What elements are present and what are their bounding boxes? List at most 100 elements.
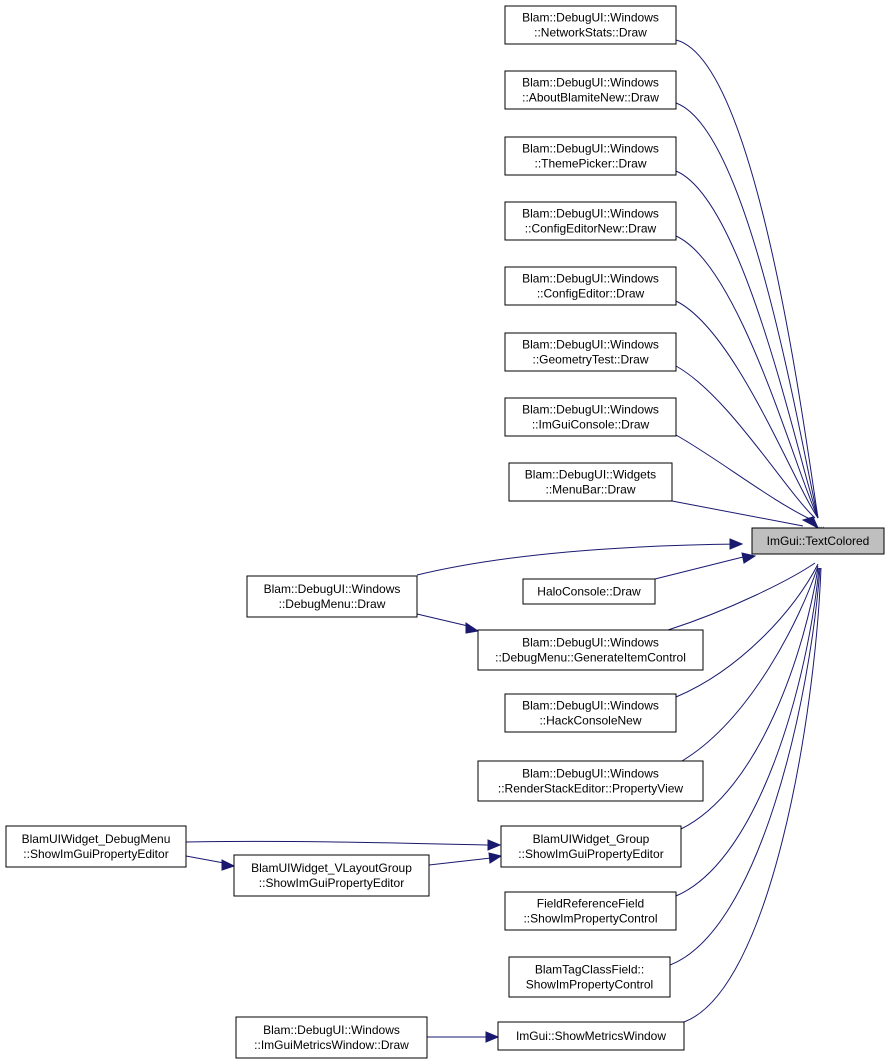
node-label-line: BlamTagClassField:: — [535, 963, 644, 977]
edge-from-themepicker — [675, 170, 819, 519]
node-haloconsole[interactable]: HaloConsole::Draw — [522, 578, 656, 605]
node-label-line: ::ShowImGuiPropertyEditor — [23, 847, 168, 861]
node-generateitem[interactable]: Blam::DebugUI::Windows::DebugMenu::Gener… — [477, 629, 704, 671]
node-label-line: ImGui::TextColored — [767, 534, 870, 548]
node-label-line: ::AboutBlamiteNew::Draw — [522, 91, 659, 105]
edge-line — [681, 565, 819, 762]
node-label-line: Blam::DebugUI::Windows — [522, 142, 659, 156]
edge-line — [675, 235, 819, 519]
node-box — [508, 956, 671, 998]
edge-line — [680, 567, 819, 830]
node-box — [477, 760, 704, 802]
node-box — [504, 70, 677, 110]
node-label-line: ::HackConsoleNew — [539, 714, 641, 728]
edge-from-configeditornew — [675, 235, 819, 519]
edge-from-renderstack — [681, 565, 819, 762]
edge-line — [675, 567, 820, 897]
node-fieldreference[interactable]: FieldReferenceField::ShowImPropertyContr… — [504, 891, 677, 931]
node-label-line: ::MenuBar::Draw — [545, 483, 635, 497]
edge-from-debugmenu — [416, 613, 469, 627]
edge-from-widgetdebugmenu — [185, 840, 491, 846]
node-label-line: BlamUIWidget_DebugMenu — [22, 832, 171, 846]
arrowhead — [485, 1031, 500, 1043]
edge-line — [675, 365, 816, 519]
node-metricswindow[interactable]: Blam::DebugUI::Windows::ImGuiMetricsWind… — [235, 1016, 428, 1059]
node-configeditornew[interactable]: Blam::DebugUI::Windows::ConfigEditorNew:… — [504, 201, 677, 241]
edge-line — [675, 434, 813, 521]
edge-from-widgetgroup — [680, 567, 819, 830]
node-networkstats[interactable]: Blam::DebugUI::Windows::NetworkStats::Dr… — [504, 5, 677, 45]
node-widgetdebugmenu[interactable]: BlamUIWidget_DebugMenu::ShowImGuiPropert… — [5, 825, 187, 868]
node-widgetgroup[interactable]: BlamUIWidget_Group::ShowImGuiPropertyEdi… — [500, 825, 682, 868]
nodes-layer: ImGui::TextColoredBlam::DebugUI::Windows… — [5, 5, 885, 1059]
node-configeditor[interactable]: Blam::DebugUI::Windows::ConfigEditor::Dr… — [504, 266, 677, 306]
edge-line — [667, 562, 816, 631]
arrowhead — [221, 859, 236, 871]
edge-line — [669, 567, 821, 966]
edge-from-widgetdebugmenu — [185, 855, 225, 864]
node-label-line: ::NetworkStats::Draw — [534, 26, 647, 40]
edge-from-menubar — [671, 500, 804, 527]
node-box — [233, 854, 430, 897]
node-box — [504, 5, 677, 45]
node-aboutblamite[interactable]: Blam::DebugUI::Windows::AboutBlamiteNew:… — [504, 70, 677, 110]
node-box — [508, 462, 673, 502]
node-label-line: BlamUIWidget_VLayoutGroup — [251, 861, 412, 875]
edge-from-vlayoutgroup — [428, 857, 492, 866]
node-label-line: Blam::DebugUI::Widgets — [525, 468, 656, 482]
node-label-line: ::DebugMenu::Draw — [279, 597, 386, 611]
edge-line — [428, 857, 492, 866]
edge-line — [675, 170, 819, 519]
node-label-line: Blam::DebugUI::Windows — [522, 76, 659, 90]
node-label-line: ::ConfigEditorNew::Draw — [525, 222, 657, 236]
node-box — [504, 332, 677, 372]
node-themepicker[interactable]: Blam::DebugUI::Windows::ThemePicker::Dra… — [504, 136, 677, 176]
node-box — [5, 825, 187, 868]
node-vlayoutgroup[interactable]: BlamUIWidget_VLayoutGroup::ShowImGuiProp… — [233, 854, 430, 897]
node-box — [522, 578, 656, 605]
arrowhead — [729, 538, 744, 550]
arrowhead — [801, 516, 820, 530]
node-box — [504, 891, 677, 931]
node-box — [235, 1016, 428, 1059]
edge-line — [185, 855, 225, 864]
node-imguiconsole[interactable]: Blam::DebugUI::Windows::ImGuiConsole::Dr… — [504, 397, 677, 437]
node-label-line: Blam::DebugUI::Windows — [522, 767, 659, 781]
edge-line — [675, 300, 819, 519]
edge-from-debugmenu — [416, 543, 743, 576]
node-debugmenu[interactable]: Blam::DebugUI::Windows::DebugMenu::Draw — [246, 575, 418, 618]
node-geometrytest[interactable]: Blam::DebugUI::Windows::GeometryTest::Dr… — [504, 332, 677, 372]
edge-from-hackconsole — [675, 563, 819, 698]
node-renderstack[interactable]: Blam::DebugUI::Windows::RenderStackEdito… — [477, 760, 704, 802]
node-menubar[interactable]: Blam::DebugUI::Widgets::MenuBar::Draw — [508, 462, 673, 502]
edge-from-geometrytest — [675, 365, 816, 519]
arrowhead — [487, 839, 502, 851]
node-box — [477, 629, 704, 671]
edge-from-configeditor — [675, 300, 819, 519]
node-label-line: ::GeometryTest::Draw — [532, 353, 648, 367]
node-label-line: HaloConsole::Draw — [537, 585, 641, 599]
node-label-line: Blam::DebugUI::Windows — [522, 699, 659, 713]
edge-from-showmetrics — [683, 567, 822, 1023]
node-tagclassfield[interactable]: BlamTagClassField::ShowImPropertyControl — [508, 956, 671, 998]
node-label-line: Blam::DebugUI::Windows — [263, 1023, 400, 1037]
node-label-line: Blam::DebugUI::Windows — [522, 338, 659, 352]
node-label-line: ::RenderStackEditor::PropertyView — [498, 782, 684, 796]
node-hackconsole[interactable]: Blam::DebugUI::Windows::HackConsoleNew — [504, 693, 677, 733]
edge-from-aboutblamite — [675, 102, 819, 519]
node-box — [246, 575, 418, 618]
edges-layer — [185, 39, 833, 1043]
node-showmetrics[interactable]: ImGui::ShowMetricsWindow — [497, 1021, 685, 1051]
node-box — [751, 527, 885, 555]
edge-line — [185, 840, 491, 846]
node-textcolored[interactable]: ImGui::TextColored — [751, 527, 885, 555]
node-label-line: Blam::DebugUI::Windows — [522, 207, 659, 221]
edge-line — [654, 556, 744, 580]
node-label-line: ::ConfigEditor::Draw — [537, 287, 645, 301]
node-box — [504, 266, 677, 306]
node-label-line: ::ThemePicker::Draw — [534, 157, 646, 171]
node-label-line: ::ImGuiMetricsWindow::Draw — [254, 1038, 409, 1052]
node-label-line: ::ShowImGuiPropertyEditor — [518, 847, 663, 861]
node-label-line: ::ImGuiConsole::Draw — [532, 418, 650, 432]
